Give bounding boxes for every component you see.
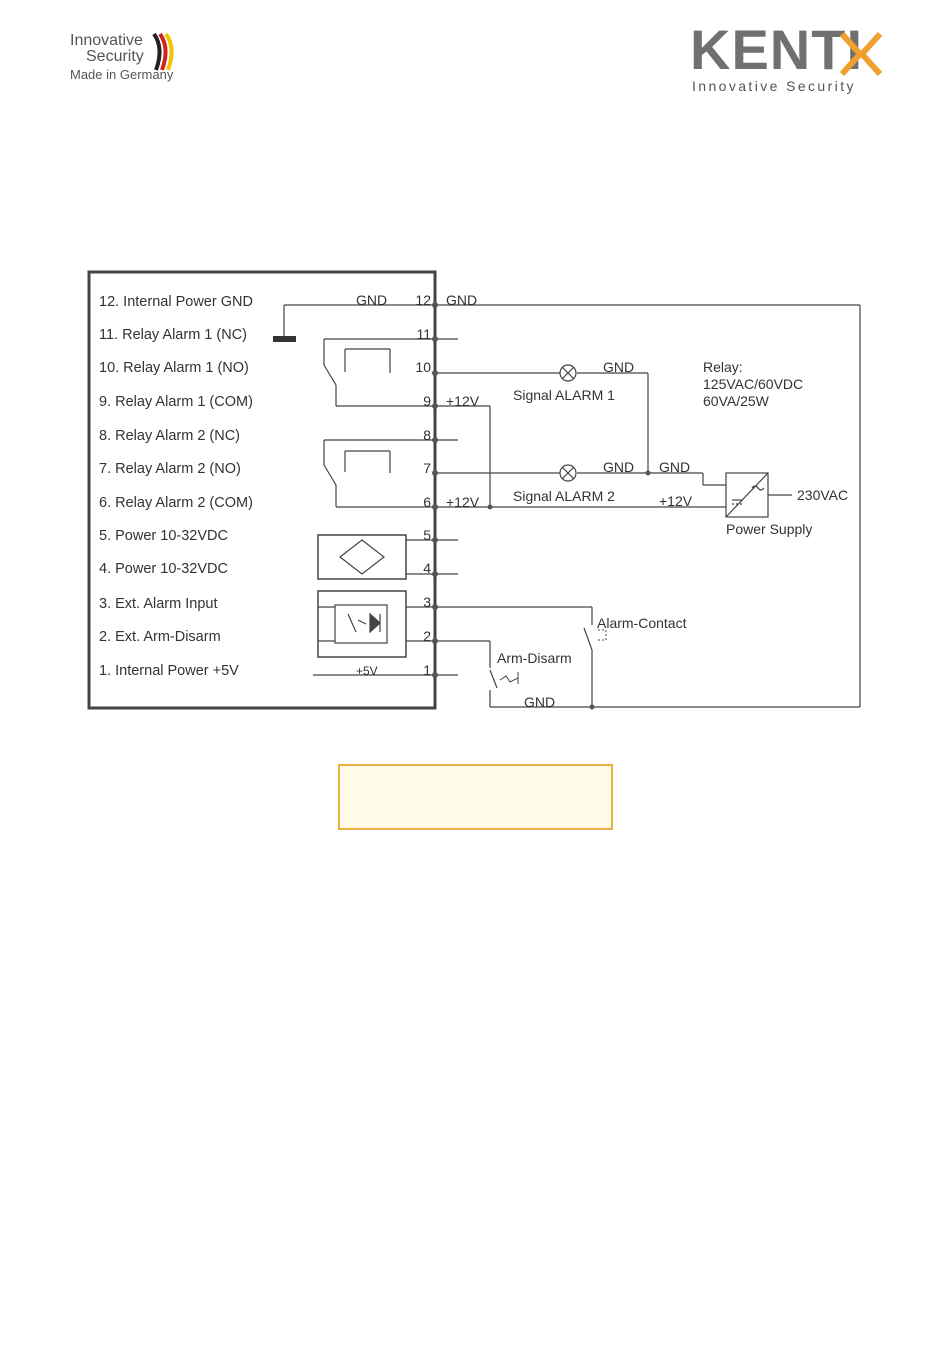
- gnd-bar: [273, 336, 296, 342]
- arm-disarm-switch-icon: [499, 672, 519, 684]
- brand-name: KENTI: [690, 18, 863, 81]
- relay-title: Relay:: [703, 359, 743, 375]
- terminal-labels: 12. Internal Power GND 11. Relay Alarm 1…: [99, 294, 253, 679]
- phototransistor-icon: [347, 613, 357, 633]
- kentix-x-icon: [839, 31, 883, 77]
- power-supply-icon: [725, 472, 769, 518]
- innovative-security-logo: Innovative Security Made in Germany: [68, 30, 188, 86]
- plus12v-ps-label: +12V: [659, 493, 693, 509]
- terminal-label: 3. Ext. Alarm Input: [99, 596, 217, 612]
- terminal-number: 9: [423, 393, 431, 409]
- relay-rating-1: 125VAC/60VDC: [703, 376, 803, 392]
- plus12v-t9-label: +12V: [446, 393, 480, 409]
- terminal-label: 8. Relay Alarm 2 (NC): [99, 428, 240, 444]
- signal-alarm-2-label: Signal ALARM 2: [513, 488, 615, 504]
- brand-tagline: Innovative Security: [692, 78, 856, 94]
- gnd-lamp2-label: GND: [603, 459, 634, 475]
- gnd-bottom-label: GND: [524, 694, 555, 710]
- signal-alarm-1-label: Signal ALARM 1: [513, 387, 615, 403]
- terminal-label: 12. Internal Power GND: [99, 294, 253, 310]
- gnd-lamp1-label: GND: [603, 359, 634, 375]
- terminal-label: 6. Relay Alarm 2 (COM): [99, 495, 253, 511]
- gnd-inner-label: GND: [356, 292, 387, 308]
- terminal-label: 5. Power 10-32VDC: [99, 528, 228, 544]
- terminal-number: 5: [423, 527, 431, 543]
- terminal-label: 1. Internal Power +5V: [99, 663, 239, 679]
- logo-line-2: Security: [86, 48, 144, 65]
- ac-input-label: 230VAC: [797, 487, 848, 503]
- terminal-number: 11: [416, 326, 431, 342]
- terminal-number: 6: [423, 494, 431, 510]
- german-flag-icon: [152, 32, 174, 71]
- gnd-ps-label: GND: [659, 459, 690, 475]
- terminal-label: 7. Relay Alarm 2 (NO): [99, 461, 241, 477]
- logo-line-1: Innovative: [70, 32, 143, 49]
- terminal-label: 10. Relay Alarm 1 (NO): [99, 360, 249, 376]
- bridge-rectifier-icon: [339, 539, 385, 575]
- terminal-label: 4. Power 10-32VDC: [99, 561, 228, 577]
- terminal-number: 12: [415, 292, 431, 308]
- optocoupler-box: [317, 590, 407, 658]
- note-box: [338, 764, 613, 830]
- device-enclosure: [87, 270, 437, 710]
- plus12v-t6-label: +12V: [446, 494, 480, 510]
- logo-line-3: Made in Germany: [70, 67, 174, 82]
- terminal-label: 9. Relay Alarm 1 (COM): [99, 394, 253, 410]
- alarm-contact-icon: [598, 629, 607, 641]
- terminal-number: 4: [423, 560, 431, 576]
- arm-disarm-label: Arm-Disarm: [497, 650, 572, 666]
- terminal-number: 8: [423, 427, 431, 443]
- diode-icon: [369, 612, 381, 634]
- terminal-number: 1: [423, 662, 431, 678]
- gnd-outer-label: GND: [446, 292, 477, 308]
- power-supply-label: Power Supply: [726, 521, 812, 537]
- terminal-number: 3: [423, 594, 431, 610]
- terminal-number: 7: [423, 460, 431, 476]
- rectifier-box: [317, 534, 407, 580]
- terminal-numbers: 12 11 10 9 8 7 6 5 4 3 2 1: [415, 292, 431, 678]
- terminal-number: 10: [415, 359, 431, 375]
- plus5v-label: +5V: [356, 664, 378, 678]
- terminal-label: 2. Ext. Arm-Disarm: [99, 629, 221, 645]
- terminal-label: 11. Relay Alarm 1 (NC): [99, 327, 247, 343]
- kentix-logo: KENTI Innovative Security: [690, 22, 890, 98]
- relay-rating-2: 60VA/25W: [703, 393, 770, 409]
- terminal-number: 2: [423, 628, 431, 644]
- wiring-diagram: 12. Internal Power GND 11. Relay Alarm 1…: [87, 270, 861, 710]
- alarm-contact-label: Alarm-Contact: [597, 615, 687, 631]
